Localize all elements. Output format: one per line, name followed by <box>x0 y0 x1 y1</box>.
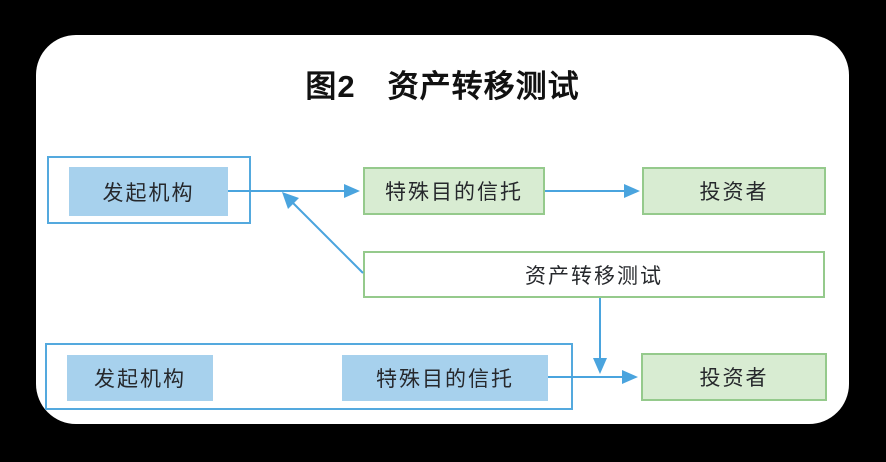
figure-title: 图2 资产转移测试 <box>305 69 580 104</box>
bottom-spv-box: 特殊目的信托 <box>342 355 548 401</box>
bottom-originator-box: 发起机构 <box>67 355 213 401</box>
asset-transfer-test-box: 资产转移测试 <box>363 251 825 298</box>
top-originator-box: 发起机构 <box>69 167 228 216</box>
bottom-investor-box: 投资者 <box>641 353 827 401</box>
top-spv-box: 特殊目的信托 <box>363 167 545 215</box>
top-investor-box: 投资者 <box>642 167 826 215</box>
